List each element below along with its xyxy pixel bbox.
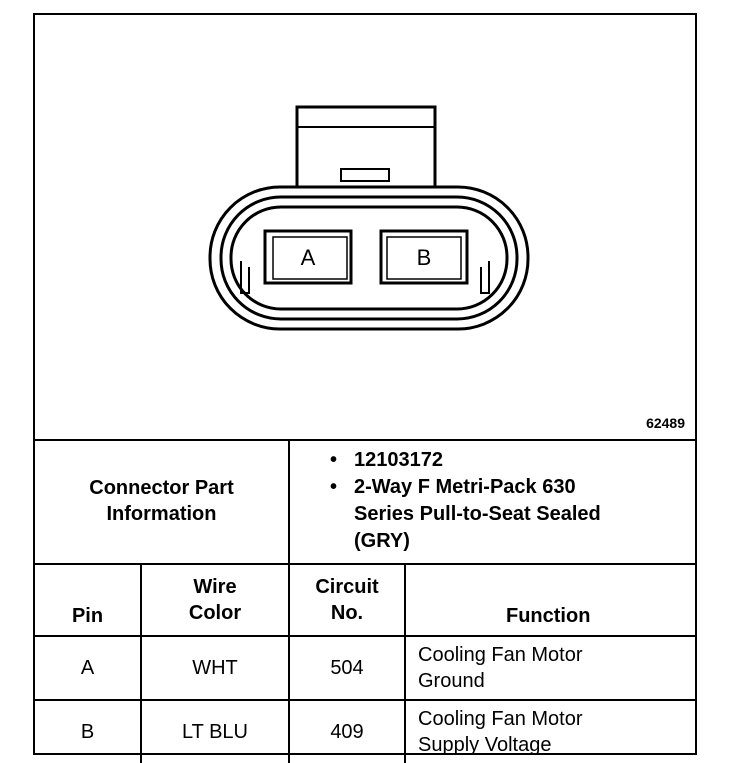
header-row: Pin Wire Color Circuit No. Function	[35, 563, 695, 637]
connector-drawing: A B	[208, 105, 530, 331]
part-info-label: Connector Part Information	[35, 439, 290, 565]
row-a-function-text: Cooling Fan Motor Ground	[418, 644, 583, 692]
header-wire-color-text: Wire Color	[188, 576, 242, 624]
part-info-label-text: Connector Part Information	[89, 477, 234, 525]
connector-sheet: A B 62489 Connector Part Information 121…	[33, 13, 697, 763]
table-row: A WHT 504 Cooling Fan Motor Ground	[35, 635, 695, 701]
header-function: Function	[404, 563, 695, 637]
table-row: B LT BLU 409 Cooling Fan Motor Supply Vo…	[35, 699, 695, 763]
row-a-wire-color: WHT	[140, 635, 290, 701]
row-b-pin: B	[35, 699, 142, 763]
left-key-guide	[240, 261, 250, 294]
row-b-function: Cooling Fan Motor Supply Voltage	[404, 699, 695, 763]
pin-label-a: A	[301, 245, 316, 270]
header-circuit-no: Circuit No.	[288, 563, 406, 637]
connector-diagram: A B 62489	[35, 15, 695, 441]
pin-cavity-b-inner	[386, 236, 462, 280]
part-number: 12103172	[330, 447, 695, 474]
row-a-pin: A	[35, 635, 142, 701]
row-b-function-text: Cooling Fan Motor Supply Voltage	[418, 708, 583, 756]
connector-seal-ring	[219, 195, 519, 321]
row-a-circuit-no: 504	[288, 635, 406, 701]
part-info-row: Connector Part Information 12103172 2-Wa…	[35, 439, 695, 565]
part-info-list: 12103172 2-Way F Metri-Pack 630 Series P…	[288, 439, 695, 565]
header-circuit-no-text: Circuit No.	[315, 576, 379, 624]
pin-label-b: B	[417, 245, 432, 270]
row-b-wire-color: LT BLU	[140, 699, 290, 763]
connector-table: Connector Part Information 12103172 2-Wa…	[35, 439, 695, 763]
connector-body-outer	[208, 185, 530, 331]
figure-number: 62489	[646, 415, 685, 431]
header-wire-color: Wire Color	[140, 563, 290, 637]
connector-body-inner	[229, 205, 509, 311]
row-b-circuit-no: 409	[288, 699, 406, 763]
pin-cavity-b	[379, 229, 469, 285]
part-description: 2-Way F Metri-Pack 630 Series Pull-to-Se…	[330, 474, 624, 555]
row-a-function: Cooling Fan Motor Ground	[404, 635, 695, 701]
pin-cavity-a	[263, 229, 353, 285]
right-key-guide	[480, 261, 490, 294]
pin-cavity-a-inner	[272, 236, 348, 280]
latch-notch	[340, 168, 390, 182]
header-pin: Pin	[35, 563, 142, 637]
